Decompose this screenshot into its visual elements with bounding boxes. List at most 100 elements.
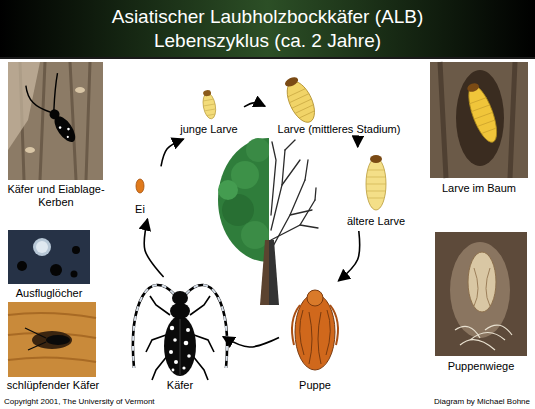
title-area: Asiatischer Laubholzbockkäfer (ALB) Lebe… (0, 5, 535, 53)
pupal-chamber-photo (435, 232, 527, 356)
pupa-picture (300, 310, 331, 364)
beetle-picture (194, 335, 214, 352)
pupal-chamber-photo (474, 268, 490, 306)
emerging-beetle-photo (25, 328, 46, 350)
stage-label: Käfer (167, 379, 193, 392)
stage-node: ältere Larve (340, 150, 412, 228)
young-larva-picture (203, 90, 212, 97)
bark-photo (75, 87, 85, 93)
tree-picture (218, 180, 238, 200)
photo-caption: Puppenwiege (433, 360, 529, 373)
beetle-picture (184, 341, 189, 346)
title-band (0, 0, 535, 58)
tree-picture (290, 210, 312, 215)
middle-larva-picture (284, 75, 300, 88)
older-larva-picture (366, 158, 386, 210)
beetle-picture (133, 285, 227, 380)
emerging-beetle-photo (8, 313, 96, 362)
bark-photo (8, 62, 103, 180)
beetle-picture (150, 296, 170, 315)
beetle-picture (146, 335, 166, 352)
title: Asiatischer Laubholzbockkäfer (ALB) Lebe… (58, 5, 478, 53)
exit-holes-photo (36, 241, 48, 253)
exit-holes-photo (71, 271, 78, 278)
cycle-arrow (161, 139, 184, 166)
stage-node: Puppe (282, 284, 348, 392)
bark-photo (67, 127, 71, 131)
cycle-arrow (338, 231, 359, 281)
beetle-picture (187, 354, 191, 358)
stage-label: Larve (mittleres Stadium) (278, 123, 401, 136)
beetle-picture (172, 369, 175, 372)
tree-picture (285, 140, 295, 150)
cycle-arrow (354, 139, 357, 147)
pupal-chamber-photo (455, 325, 512, 350)
larva-in-tree-photo (430, 62, 528, 178)
tree-picture (271, 180, 305, 250)
bark-photo (58, 126, 62, 130)
tree-picture (271, 140, 318, 250)
beetle-picture (173, 338, 177, 342)
larva-in-tree-photo (456, 70, 504, 166)
pupa-picture (292, 290, 338, 370)
pupal-chamber-photo (450, 242, 510, 338)
tree-picture (271, 142, 276, 215)
bark-photo (25, 147, 35, 153)
stage-node: junge Larve (177, 80, 241, 136)
beetle-picture (186, 328, 190, 332)
pupa-picture (292, 305, 338, 345)
tree-picture (269, 240, 279, 305)
tree-picture (218, 138, 269, 262)
beetle-picture (172, 291, 188, 305)
beetle-picture (170, 303, 190, 319)
stage-label: Puppe (299, 379, 331, 392)
emerging-beetle-photo (46, 335, 70, 345)
beetle-picture (190, 296, 210, 315)
exit-holes-photo (8, 230, 90, 284)
exit-holes-photo (17, 261, 27, 271)
bark-photo (22, 67, 94, 148)
larva-in-tree-photo (430, 62, 528, 178)
older-larva-picture (366, 170, 386, 198)
larva-in-tree-photo (468, 97, 498, 134)
tree-picture (260, 240, 269, 305)
emerging-beetle-photo (8, 302, 96, 377)
photo-caption: Larve im Baum (428, 182, 530, 195)
tree-picture (282, 160, 300, 185)
bark-photo (66, 135, 69, 138)
stage-label: ältere Larve (347, 215, 405, 228)
stage-label: Ei (135, 203, 145, 216)
emerging-beetle-photo (8, 302, 96, 377)
middle-larva-picture (280, 74, 320, 127)
beetle-picture (182, 366, 185, 369)
exit-holes-photo (8, 230, 90, 284)
beetle-picture (170, 326, 174, 330)
beetle-picture (174, 360, 178, 364)
photo-caption: Ausfluglöcher (4, 287, 94, 300)
cycle-arrow (223, 337, 279, 347)
photo-caption: schlüpfender Käfer (0, 379, 106, 392)
credit-note: Copyright 2001, The University of Vermon… (4, 397, 244, 406)
exit-holes-photo (33, 238, 51, 256)
stage-node: Käfer (140, 280, 220, 392)
tree-picture (315, 188, 316, 200)
pupa-picture (307, 290, 323, 306)
title-rule (0, 57, 535, 59)
older-larva-picture (370, 155, 382, 163)
beetle-picture (169, 326, 191, 372)
stage-node: Larve (mittleres Stadium) (268, 72, 410, 136)
photo-caption: Käfer und Eiablage-Kerben (4, 183, 108, 208)
exit-holes-photo (72, 246, 80, 254)
pupal-chamber-photo (435, 232, 527, 356)
bark-photo (22, 67, 73, 118)
exit-holes-photo (50, 264, 62, 276)
egg-picture (136, 179, 144, 193)
tree-picture (271, 200, 315, 240)
young-larva-picture (201, 89, 218, 120)
bark-photo (8, 62, 40, 150)
larva-in-tree-photo (466, 82, 480, 94)
tree-picture (218, 138, 318, 305)
